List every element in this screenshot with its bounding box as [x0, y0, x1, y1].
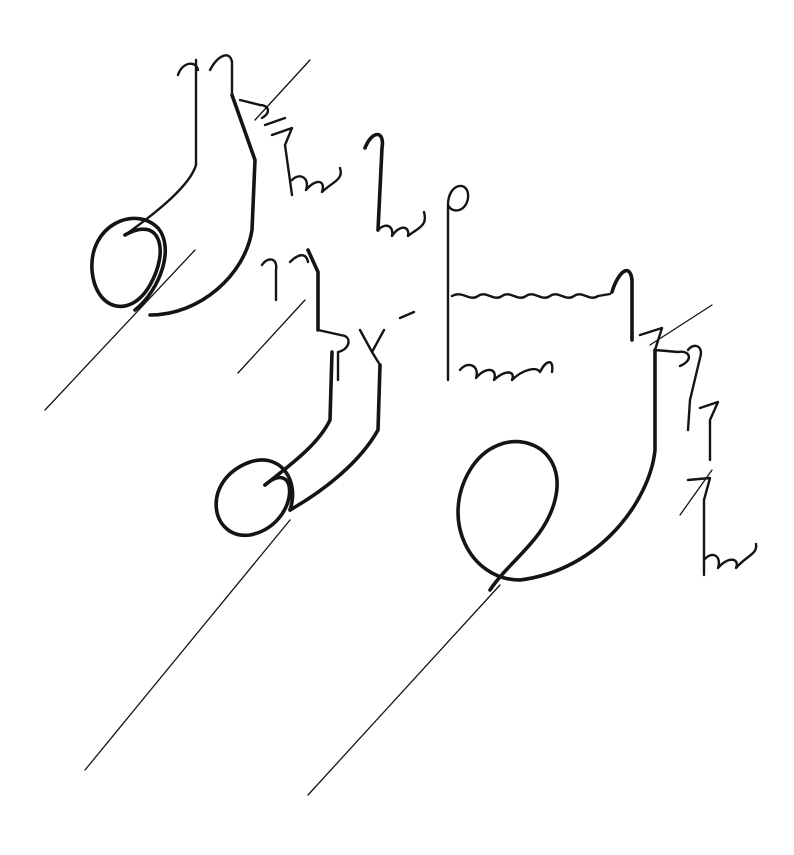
right-f-mark	[638, 326, 690, 368]
top-curl	[176, 54, 234, 97]
r-mark	[260, 254, 310, 302]
stroke-group-right	[307, 268, 758, 796]
right-top-hairline	[649, 304, 713, 346]
right-big-loop	[456, 440, 559, 592]
y-shape	[358, 328, 386, 367]
right-mark-2	[698, 400, 720, 462]
stem	[123, 58, 198, 237]
letter-3-circle-stem	[446, 184, 470, 382]
mid-hairline-tail	[84, 519, 291, 771]
top-hairline	[254, 59, 311, 121]
stroke-group-middle	[84, 248, 612, 771]
mid-stem-3	[288, 363, 382, 512]
sweep-stem	[148, 93, 257, 317]
stroke-group-top-left	[44, 54, 311, 411]
mid-hairline-short	[237, 299, 306, 374]
right-wave-end	[702, 542, 758, 570]
mid-stem-2	[263, 350, 334, 487]
loop	[90, 216, 168, 312]
stroke-group-staircase	[270, 126, 470, 382]
f-mark	[238, 98, 287, 127]
mid-flag	[316, 328, 350, 382]
letter-2-stem	[363, 132, 385, 232]
right-mark-3	[686, 476, 712, 577]
wave-1	[290, 166, 342, 194]
right-stem-top	[610, 268, 634, 342]
wavy-line	[398, 292, 612, 320]
right-main-stem	[518, 348, 657, 582]
letter-1	[270, 126, 294, 197]
wave-3	[458, 361, 554, 382]
wave-2	[376, 210, 427, 238]
mid-stem-1	[306, 248, 320, 332]
mid-loop	[214, 458, 295, 537]
right-mark-1	[686, 344, 703, 432]
hairline-diagonal	[44, 249, 196, 411]
right-hairline-tail	[307, 584, 501, 796]
